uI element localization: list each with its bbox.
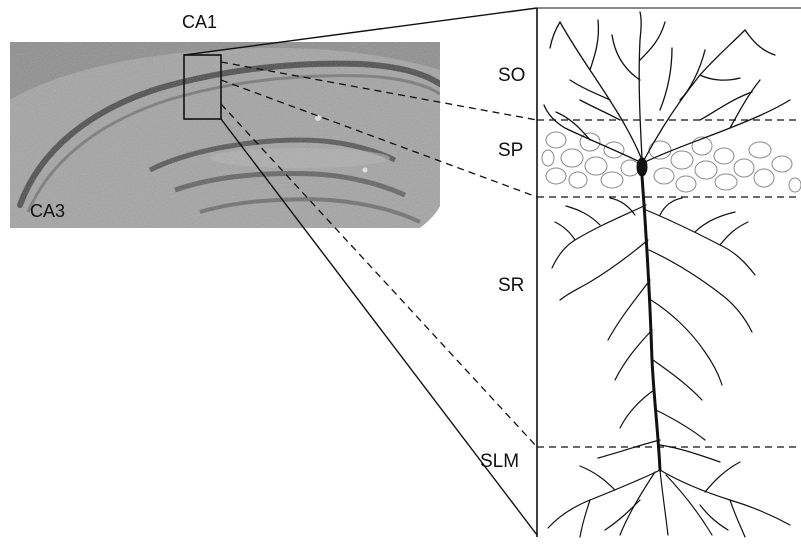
hippocampus-slice-image <box>10 42 440 228</box>
ca3-label: CA3 <box>30 201 65 221</box>
ca1-label: CA1 <box>182 12 217 32</box>
pyramidal-layer-cells <box>542 132 801 192</box>
layer-label-so: SO <box>498 65 525 86</box>
pyramidal-neuron-drawing <box>544 12 790 537</box>
layer-label-slm: SLM <box>480 451 519 472</box>
layer-label-sp: SP <box>498 140 523 161</box>
layer-label-sr: SR <box>498 275 524 296</box>
neuron-panel <box>537 8 801 537</box>
